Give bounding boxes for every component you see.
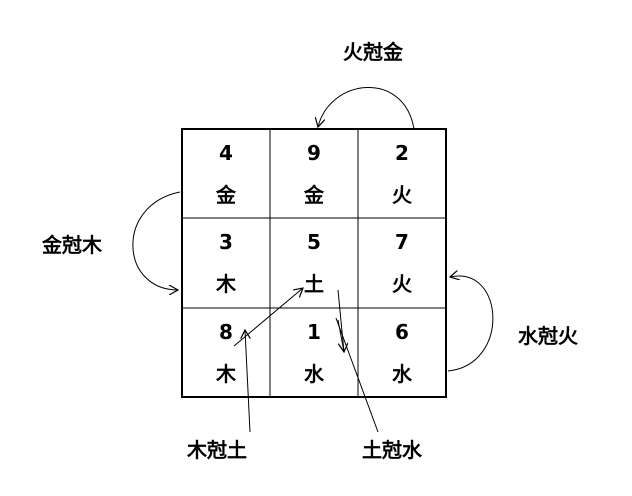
label-metal-over-wood: 金尅木 <box>42 233 102 257</box>
label-earth-over-water: 土尅水 <box>362 438 422 462</box>
grid-cell: 6 水 <box>358 308 446 396</box>
arrow-wood-over-earth-lead <box>245 330 251 433</box>
cell-element: 土 <box>304 272 324 296</box>
grid-cell: 1 水 <box>270 308 358 396</box>
cell-element: 水 <box>392 362 412 386</box>
cell-element: 火 <box>392 183 412 207</box>
cell-number: 5 <box>307 230 321 254</box>
cell-element: 木 <box>216 362 236 386</box>
cell-number: 6 <box>395 320 409 344</box>
grid-cell: 8 木 <box>182 308 270 396</box>
cell-element: 水 <box>304 362 324 386</box>
grid-cell: 5 土 <box>270 218 358 306</box>
arrow-earth-over-water-lead <box>335 317 379 433</box>
label-water-over-fire: 水尅火 <box>518 324 578 348</box>
arrow-metal-over-wood <box>132 191 181 290</box>
cell-number: 1 <box>307 320 321 344</box>
arrow-earth-over-water <box>337 289 344 352</box>
grid-cell: 7 火 <box>358 218 446 306</box>
grid-cell: 9 金 <box>270 129 358 217</box>
grid-border <box>181 128 447 398</box>
cell-element: 火 <box>392 272 412 296</box>
cell-element: 金 <box>216 183 236 207</box>
grid-cell: 4 金 <box>182 129 270 217</box>
label-wood-over-earth: 木尅土 <box>187 438 247 462</box>
cell-number: 2 <box>395 141 409 165</box>
grid-cell: 2 火 <box>358 129 446 217</box>
cell-number: 3 <box>219 230 233 254</box>
cell-number: 8 <box>219 320 233 344</box>
cell-number: 9 <box>307 141 321 165</box>
grid-cell: 3 木 <box>182 218 270 306</box>
cell-element: 金 <box>304 183 324 207</box>
label-fire-over-metal: 火尅金 <box>343 40 403 64</box>
arrow-water-over-fire <box>447 276 494 372</box>
cell-number: 7 <box>395 230 409 254</box>
cell-element: 木 <box>216 272 236 296</box>
cell-number: 4 <box>219 141 233 165</box>
arrow-fire-over-metal <box>318 87 415 130</box>
